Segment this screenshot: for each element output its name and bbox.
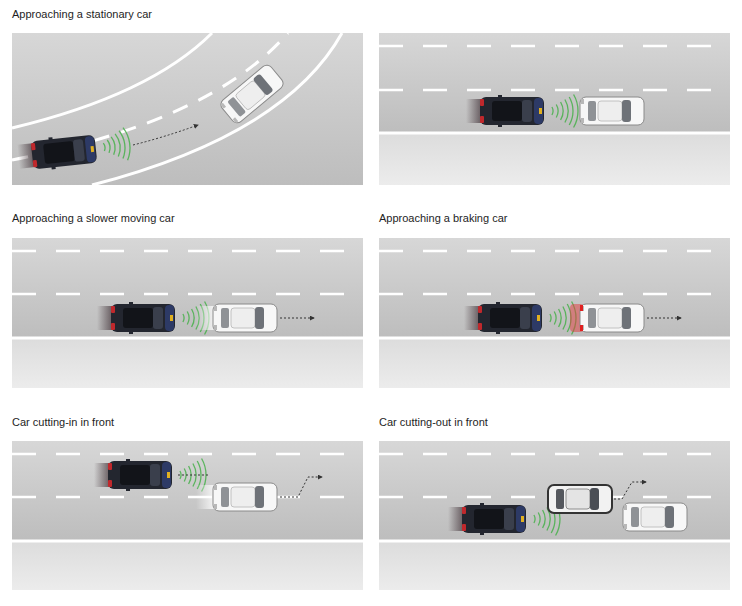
panel-heading: Approaching a slower moving car <box>12 212 363 225</box>
scenario-panel: Car cutting-in in front <box>12 416 363 590</box>
panel-straight <box>379 33 730 185</box>
scenario-panel: Approaching a braking car <box>379 212 730 388</box>
scenario-panel: Car cutting-out in front <box>379 416 730 590</box>
panel-heading: Car cutting-out in front <box>379 416 730 429</box>
panel-heading: Approaching a stationary car <box>12 8 363 21</box>
panel-cut-out <box>379 441 730 590</box>
panel-heading: Approaching a braking car <box>379 212 730 225</box>
panel-heading: Car cutting-in in front <box>12 416 363 429</box>
scenario-panel: Approaching a stationary car <box>12 8 363 185</box>
scenario-panel: Approaching a slower moving car <box>12 212 363 388</box>
panel-braking <box>379 238 730 388</box>
panel-cut-in <box>12 441 363 590</box>
panel-slower <box>12 238 363 388</box>
panel-curve <box>12 33 363 185</box>
